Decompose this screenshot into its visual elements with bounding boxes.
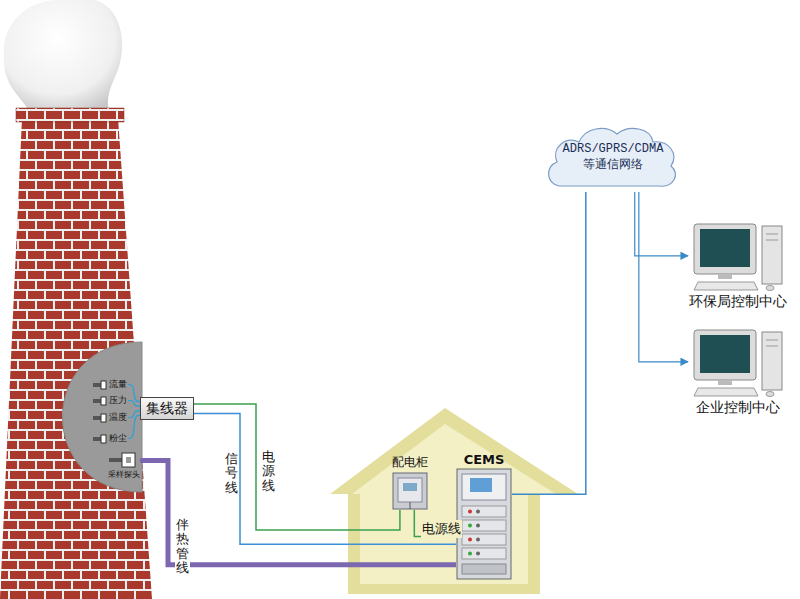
smoke-plume <box>4 0 122 112</box>
sensor-probe-icon <box>93 380 107 390</box>
node-label: CEMS <box>464 452 505 467</box>
control-center: 环保局控制中心 <box>688 222 788 311</box>
network-cloud: ADRS/GPRS/CDMA 等通信网络 <box>545 122 681 192</box>
node-label: 环保局控制中心 <box>689 293 787 311</box>
connector <box>128 411 140 418</box>
chimney <box>0 118 152 599</box>
node-label: 采样探头 <box>108 469 140 480</box>
sensor-probe-icon <box>93 413 107 423</box>
wire-label: 信号线 <box>224 452 239 495</box>
sampling-probe: 采样探头 <box>108 452 140 480</box>
connector <box>128 415 140 438</box>
sampling-probe-icon <box>109 452 139 468</box>
sensor-probe: 流量 <box>92 377 128 392</box>
sensor-probe: 温度 <box>92 410 128 425</box>
node-label: 企业控制中心 <box>696 399 780 417</box>
cems-cabinet-icon <box>456 468 512 580</box>
cems-cabinet: CEMS <box>456 452 512 580</box>
chimney-cap <box>16 108 124 122</box>
control-center: 企业控制中心 <box>688 328 788 417</box>
wire-label: 电源线 <box>421 520 462 538</box>
power-cabinet-icon <box>392 472 428 510</box>
wire-label: 电源线 <box>261 450 276 493</box>
connector <box>194 414 456 545</box>
node-label: 粉尘 <box>109 432 127 445</box>
hub-box: 集线器 <box>140 397 194 420</box>
node-label: 温度 <box>109 411 127 424</box>
sensor-probe: 粉尘 <box>92 431 128 446</box>
node-label: 压力 <box>109 394 127 407</box>
control-center-icon <box>688 328 788 398</box>
control-center-icon <box>688 222 788 292</box>
connector <box>639 192 688 362</box>
cutaway-section <box>63 342 143 492</box>
connector <box>194 404 400 530</box>
power-cabinet: 配电柜 <box>392 454 428 510</box>
connector <box>635 192 688 256</box>
node-label: ADRS/GPRS/CDMA 等通信网络 <box>557 142 669 173</box>
connector <box>512 192 586 494</box>
connector <box>128 401 140 407</box>
sensor-probe-icon <box>93 396 107 406</box>
cloud-outline <box>545 122 681 192</box>
node-label: 配电柜 <box>392 454 428 471</box>
wire-label: 伴热管线 <box>175 518 190 575</box>
sensor-probe: 压力 <box>92 393 128 408</box>
node-label: 流量 <box>109 378 127 391</box>
house-inner <box>352 424 556 584</box>
sensor-probe-icon <box>93 434 107 444</box>
node-label: 集线器 <box>146 400 188 417</box>
connector <box>128 385 140 402</box>
